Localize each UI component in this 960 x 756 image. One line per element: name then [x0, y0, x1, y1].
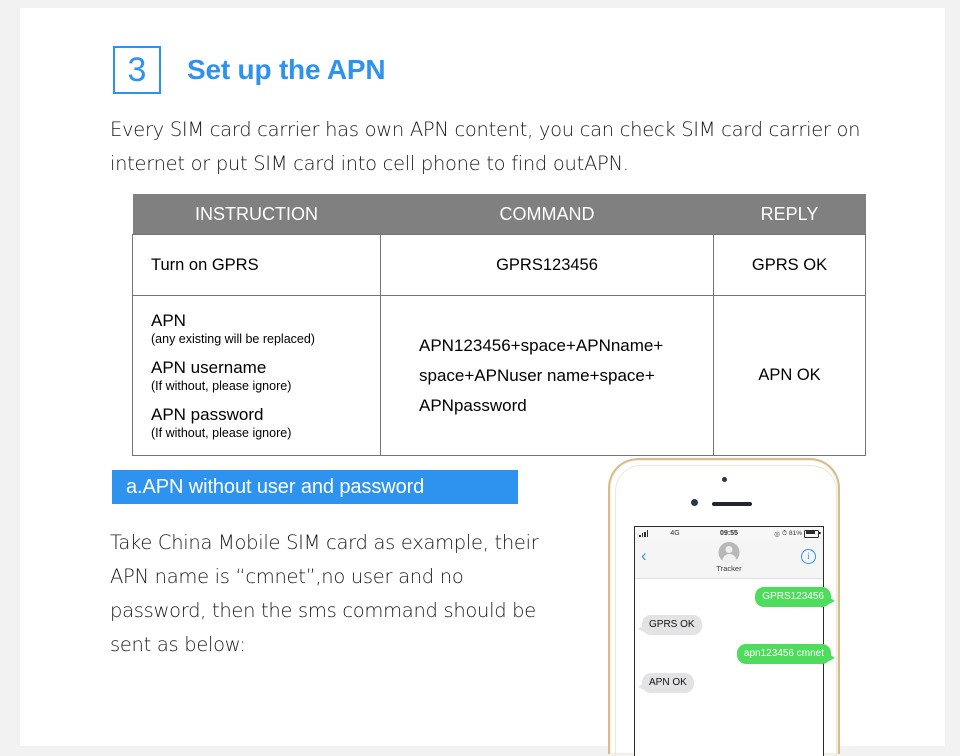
phone-inner-edge: [615, 465, 837, 756]
phone-body: 4G 09:55 ◎ ⏱ 81% ‹ Tracker i: [608, 458, 840, 756]
instruction-note: (If without, please ignore): [151, 379, 292, 393]
cell-reply: APN OK: [713, 295, 866, 456]
contact-avatar[interactable]: [718, 542, 740, 563]
subsection-callout: a.APN without user and password: [112, 470, 518, 504]
command-table: INSTRUCTION COMMAND REPLY Turn on GPRS G…: [132, 194, 866, 456]
back-chevron-icon[interactable]: ‹: [641, 546, 647, 565]
instruction-note: (If without, please ignore): [151, 426, 292, 440]
phone-screen: 4G 09:55 ◎ ⏱ 81% ‹ Tracker i: [634, 526, 836, 756]
table-row: APN (any existing will be replaced) APN …: [132, 295, 866, 456]
cell-command: GPRS123456: [380, 234, 714, 296]
front-camera-icon: [722, 477, 727, 482]
instruction-group: APN username (If without, please ignore): [151, 358, 380, 394]
instruction-group: APN password (If without, please ignore): [151, 405, 380, 441]
cell-reply: GPRS OK: [713, 234, 866, 296]
message-bubble-sent: apn123456 cmnet: [736, 644, 836, 664]
status-time: 09:55: [720, 530, 738, 537]
instruction-label: APN: [151, 311, 186, 330]
message-bubble-sent: GPRS123456: [755, 587, 835, 607]
instruction-label: APN password: [151, 405, 264, 424]
signal-bars-icon: [639, 530, 649, 537]
step-number-box: 3: [113, 46, 161, 94]
table-header-row: INSTRUCTION COMMAND REPLY: [132, 194, 866, 235]
cell-instruction: APN (any existing will be replaced) APN …: [132, 295, 381, 456]
command-line: APNpassword: [419, 395, 527, 415]
instruction-group: APN (any existing will be replaced): [151, 311, 380, 347]
column-header-instruction: INSTRUCTION: [132, 194, 381, 235]
table-row: Turn on GPRS GPRS123456 GPRS OK: [132, 234, 866, 296]
message-thread: GPRS123456 GPRS OK apn123456 cmnet APN O…: [635, 579, 836, 755]
battery-icon: [804, 529, 821, 538]
page-canvas: 3 Set up the APN Every SIM card carrier …: [20, 8, 945, 756]
message-bubble-received: APN OK: [638, 673, 694, 693]
proximity-sensor-icon: [691, 499, 698, 506]
explanation-paragraph: Take China Mobile SIM card as example, t…: [110, 531, 539, 656]
instruction-note: (any existing will be replaced): [151, 332, 315, 346]
contact-name-label: Tracker: [716, 564, 742, 573]
command-text: APN123456+space+APNname+ space+APNuser n…: [391, 331, 703, 421]
message-bubble-received: GPRS OK: [638, 615, 702, 635]
page-title: Set up the APN: [187, 54, 386, 85]
command-line: space+APNuser name+space+: [419, 365, 655, 385]
battery-percent-label: 81%: [788, 530, 802, 537]
cell-instruction: Turn on GPRS: [132, 234, 381, 296]
earpiece-speaker-icon: [712, 502, 752, 506]
section-heading: 3 Set up the APN: [113, 46, 386, 94]
info-icon[interactable]: i: [801, 549, 816, 564]
column-header-command: COMMAND: [380, 194, 714, 235]
instruction-label: APN username: [151, 358, 267, 377]
command-line: APN123456+space+APNname+: [419, 335, 664, 355]
messages-nav-bar: ‹ Tracker i: [635, 540, 823, 579]
column-header-reply: REPLY: [713, 194, 866, 235]
intro-paragraph: Every SIM card carrier has own APN conte…: [110, 118, 861, 175]
location-arrow-icon: ◎: [774, 530, 780, 538]
alarm-clock-icon: ⏱: [781, 529, 787, 537]
phone-mockup: 4G 09:55 ◎ ⏱ 81% ‹ Tracker i: [608, 458, 840, 756]
cell-command: APN123456+space+APNname+ space+APNuser n…: [380, 295, 714, 456]
status-bar: 4G 09:55 ◎ ⏱ 81%: [635, 527, 823, 540]
status-right-group: ◎ ⏱ 81%: [774, 529, 821, 538]
network-type-label: 4G: [670, 530, 680, 537]
